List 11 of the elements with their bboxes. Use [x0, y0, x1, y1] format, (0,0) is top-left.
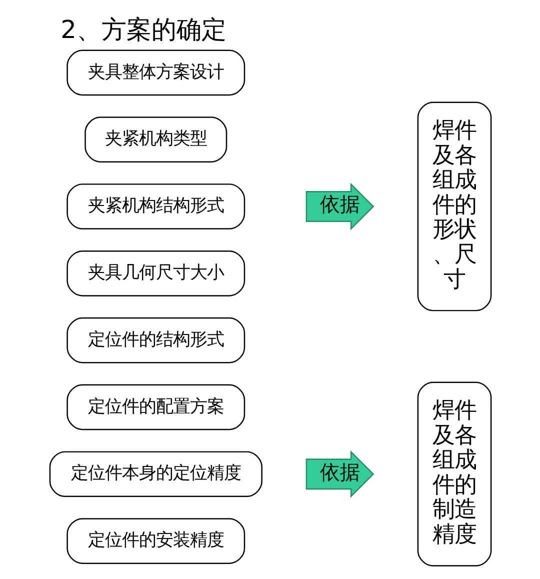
node-box: 夹紧机构类型: [84, 116, 227, 162]
node-box: 夹具几何尺寸大小: [66, 250, 245, 296]
node-box: 定位件的配置方案: [66, 384, 245, 430]
node-box: 夹具整体方案设计: [66, 50, 245, 96]
node-box: 焊件及各组成件的制造精度: [416, 382, 492, 566]
node-box: 焊件及各组成件的形状、尺寸: [416, 102, 492, 312]
node-box: 定位件本身的定位精度: [48, 451, 262, 498]
node-box: 定位件的结构形式: [66, 317, 245, 364]
node-box: 夹紧机构结构形式: [66, 184, 245, 230]
diagram-title: 2、方案的确定: [60, 14, 226, 44]
node-box: 定位件的安装精度: [66, 518, 245, 564]
